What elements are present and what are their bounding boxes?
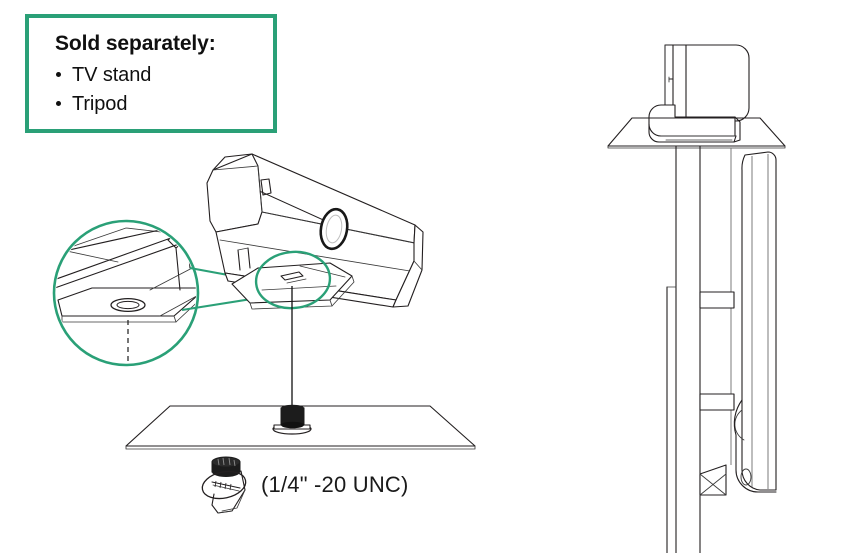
list-item: TV stand bbox=[55, 61, 273, 89]
thread-spec-label: (1/4" -20 UNC) bbox=[261, 472, 409, 497]
tripod-thumbscrew bbox=[201, 456, 247, 514]
list-item-label: TV stand bbox=[72, 64, 152, 87]
magnifier-connector-lines bbox=[181, 266, 271, 312]
camera-lens bbox=[319, 207, 349, 251]
camera-body bbox=[206, 153, 424, 310]
cable-clip-upper bbox=[699, 291, 735, 309]
pole-foot bbox=[699, 464, 727, 496]
callout-list: TV stand Tripod bbox=[55, 61, 273, 118]
bullet-icon bbox=[56, 100, 61, 106]
magnifier-detail-circle bbox=[52, 219, 200, 367]
callout-title: Sold separately: bbox=[55, 32, 216, 55]
bullet-icon bbox=[56, 72, 61, 78]
mount-highlight-ellipse bbox=[254, 250, 332, 310]
mounting-screw bbox=[272, 404, 312, 435]
list-item: Tripod bbox=[55, 90, 273, 118]
camera-base-foot bbox=[648, 104, 741, 143]
camera-body-side bbox=[664, 44, 750, 122]
list-item-label: Tripod bbox=[72, 92, 128, 115]
tv-panel-profile bbox=[733, 151, 777, 493]
stand-pole bbox=[666, 145, 732, 553]
cable-clip-lower bbox=[699, 393, 735, 411]
sold-separately-callout: Sold separately: TV stand Tripod bbox=[25, 14, 277, 133]
mounting-plate bbox=[125, 405, 476, 450]
shelf-plate bbox=[607, 117, 786, 149]
